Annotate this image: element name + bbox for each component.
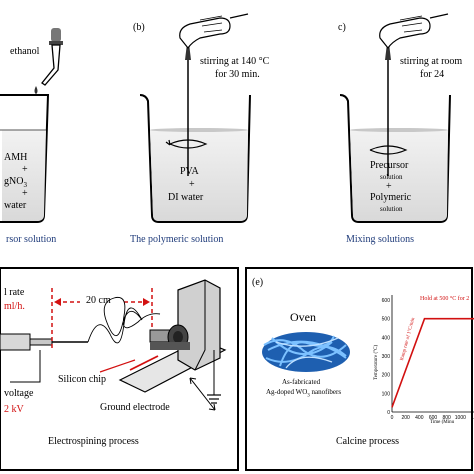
added-liquid-label: ethanol xyxy=(10,46,40,57)
beaker-c-content-4: Polymeric xyxy=(370,192,412,203)
chart-ylabel: Temperature (°C) xyxy=(374,344,379,380)
beaker-a-content-5: water xyxy=(4,200,27,211)
hand-icon xyxy=(179,13,249,50)
stir-c-line2: for 24 xyxy=(420,69,445,80)
beaker-a-content-3: gNO3 xyxy=(4,176,27,189)
panel-d-frame xyxy=(0,267,239,471)
stir-c-line1: stirring at room xyxy=(400,56,463,67)
chart-xtick: 800 xyxy=(442,415,451,421)
fibers-label-1: As-fabricated xyxy=(282,378,321,386)
calcination-chart: 0 100 200 300 400 500 600 0 200 400 600 800 1000 12 xyxy=(382,295,474,421)
chart-ytick: 400 xyxy=(382,335,391,341)
voltage-wire xyxy=(10,350,41,383)
chart-xtick: 12 xyxy=(471,415,474,421)
beaker-c-content-3: + xyxy=(386,181,392,192)
beaker-b xyxy=(139,35,251,223)
distance-label: 20 cm xyxy=(86,295,111,306)
chip-pointer xyxy=(99,359,136,373)
hand-icon xyxy=(379,13,449,50)
fibers-label-2: Ag-doped WO3 nanofibers xyxy=(266,388,342,399)
silicon-chip-label: Silicon chip xyxy=(58,374,107,385)
beaker-a-content-4: + xyxy=(22,188,28,199)
flow-rate-value: ml/h. xyxy=(4,301,25,312)
panel-e-frame xyxy=(245,267,473,471)
ground-electrode xyxy=(118,279,227,411)
caption-b: The polymeric solution xyxy=(130,234,224,245)
caption-a: rsor solution xyxy=(6,234,57,245)
chart-xlabel: Time (Minu xyxy=(430,420,455,425)
chart-xtick: 400 xyxy=(415,415,424,421)
panel-b-letter: (b) xyxy=(133,22,145,33)
beaker-a-content-1: AMH xyxy=(4,152,28,163)
nanofiber-mat-icon xyxy=(262,332,350,372)
ground-electrode-label: Ground electrode xyxy=(100,402,170,413)
flow-rate-label: l rate xyxy=(4,287,25,298)
beaker-a xyxy=(0,94,50,223)
stir-b-line2: for 30 min. xyxy=(215,69,260,80)
chart-xtick: 600 xyxy=(429,415,438,421)
beaker-b-content-1: PVA xyxy=(180,166,199,177)
beaker-c-content-2: solution xyxy=(380,173,403,181)
voltage-label: voltage xyxy=(4,388,34,399)
oven-label: Oven xyxy=(290,310,316,324)
beaker-b-content-3: DI water xyxy=(168,192,204,203)
syringe-icon xyxy=(0,333,88,351)
beaker-c-content-5: solution xyxy=(380,205,403,213)
caption-d: Electrospining process xyxy=(48,436,139,447)
caption-c: Mixing solutions xyxy=(346,234,415,245)
fiber-jet xyxy=(87,296,161,344)
chart-ytick: 500 xyxy=(382,317,391,323)
panel-e-letter: (e) xyxy=(252,277,264,288)
chart-ytick: 300 xyxy=(382,354,391,360)
beaker-c-content-1: Precursor xyxy=(370,160,409,171)
voltage-value: 2 kV xyxy=(4,404,24,415)
chart-ytick: 100 xyxy=(382,391,391,397)
dropper-icon xyxy=(34,28,63,94)
stir-b-line1: stirring at 140 °C xyxy=(200,56,270,67)
chart-ytick: 0 xyxy=(387,410,390,416)
temperature-profile-line xyxy=(391,317,474,408)
chart-xtick: 1000 xyxy=(455,415,466,421)
beaker-a-content-2: + xyxy=(22,164,28,175)
hold-annotation: Hold at 500 °C for 2 xyxy=(420,296,470,302)
panel-c-letter: c) xyxy=(338,22,346,33)
caption-e: Calcine process xyxy=(336,436,400,447)
chart-xtick: 0 xyxy=(391,415,394,421)
chart-xtick: 200 xyxy=(401,415,410,421)
beaker-c xyxy=(339,35,451,223)
chart-ytick: 600 xyxy=(382,298,391,304)
chart-ytick: 200 xyxy=(382,373,391,379)
beaker-b-content-2: + xyxy=(189,179,195,190)
